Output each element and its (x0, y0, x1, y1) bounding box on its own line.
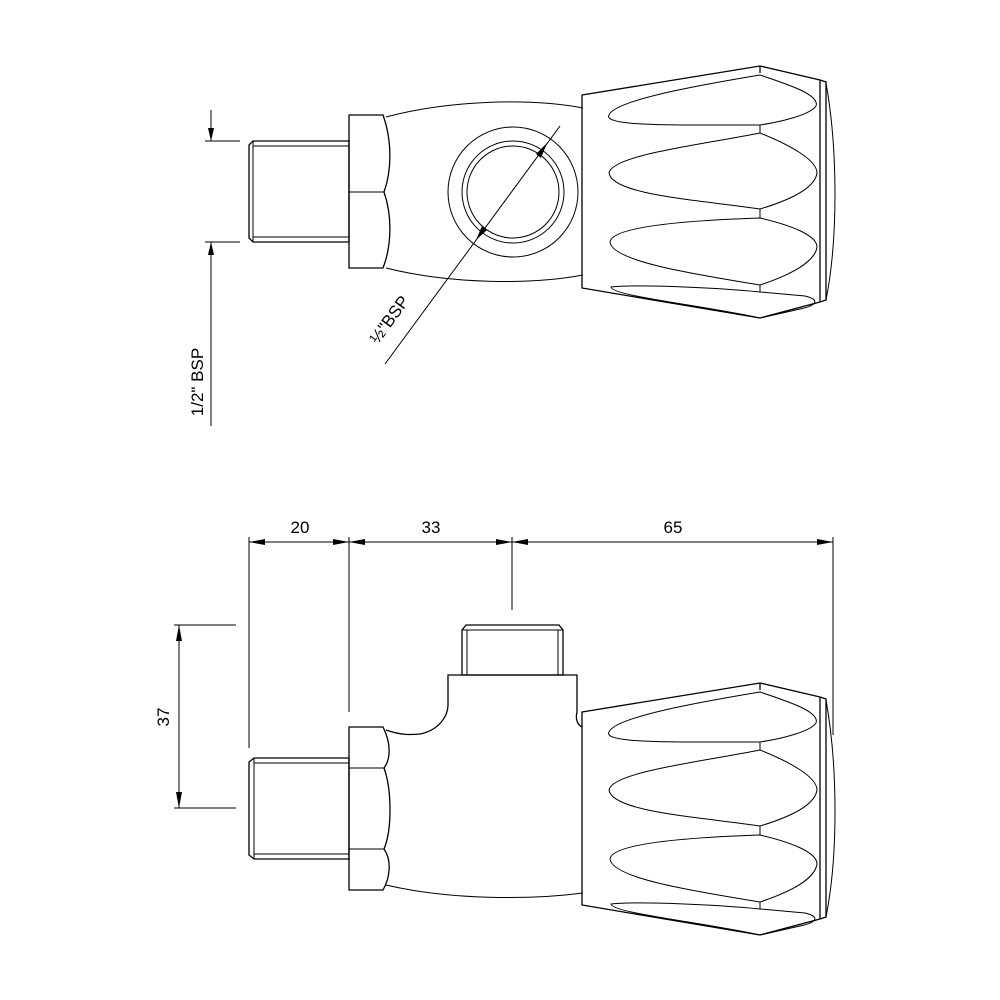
handwheel-knob-side (581, 682, 836, 936)
handwheel-knob (581, 65, 836, 319)
valve-body (385, 101, 584, 282)
dimension-37: 37 (154, 708, 173, 727)
outlet-thread-label: ½"BSP (366, 292, 413, 347)
top-view: 1/2" BSP ½"BSP (188, 65, 836, 426)
dimension-65: 65 (664, 518, 683, 537)
outlet-port: ½"BSP (366, 125, 579, 365)
inlet-spigot-side (248, 757, 350, 860)
outlet-thread-suffix: "BSP (374, 292, 413, 336)
height-dimension: 37 (154, 624, 236, 809)
inlet-spigot (248, 140, 350, 243)
inlet-thread-label: 1/2" BSP (188, 348, 207, 416)
horizontal-dimensions: 20 33 65 (248, 518, 834, 748)
side-view: 20 33 65 37 (154, 518, 836, 936)
valve-body-side (385, 674, 584, 899)
outlet-spigot-side (461, 624, 564, 676)
hex-nut (348, 114, 391, 269)
hex-nut-side (348, 726, 391, 891)
dimension-20: 20 (291, 518, 310, 537)
inlet-dimension: 1/2" BSP (188, 110, 240, 426)
dimension-33: 33 (422, 518, 441, 537)
